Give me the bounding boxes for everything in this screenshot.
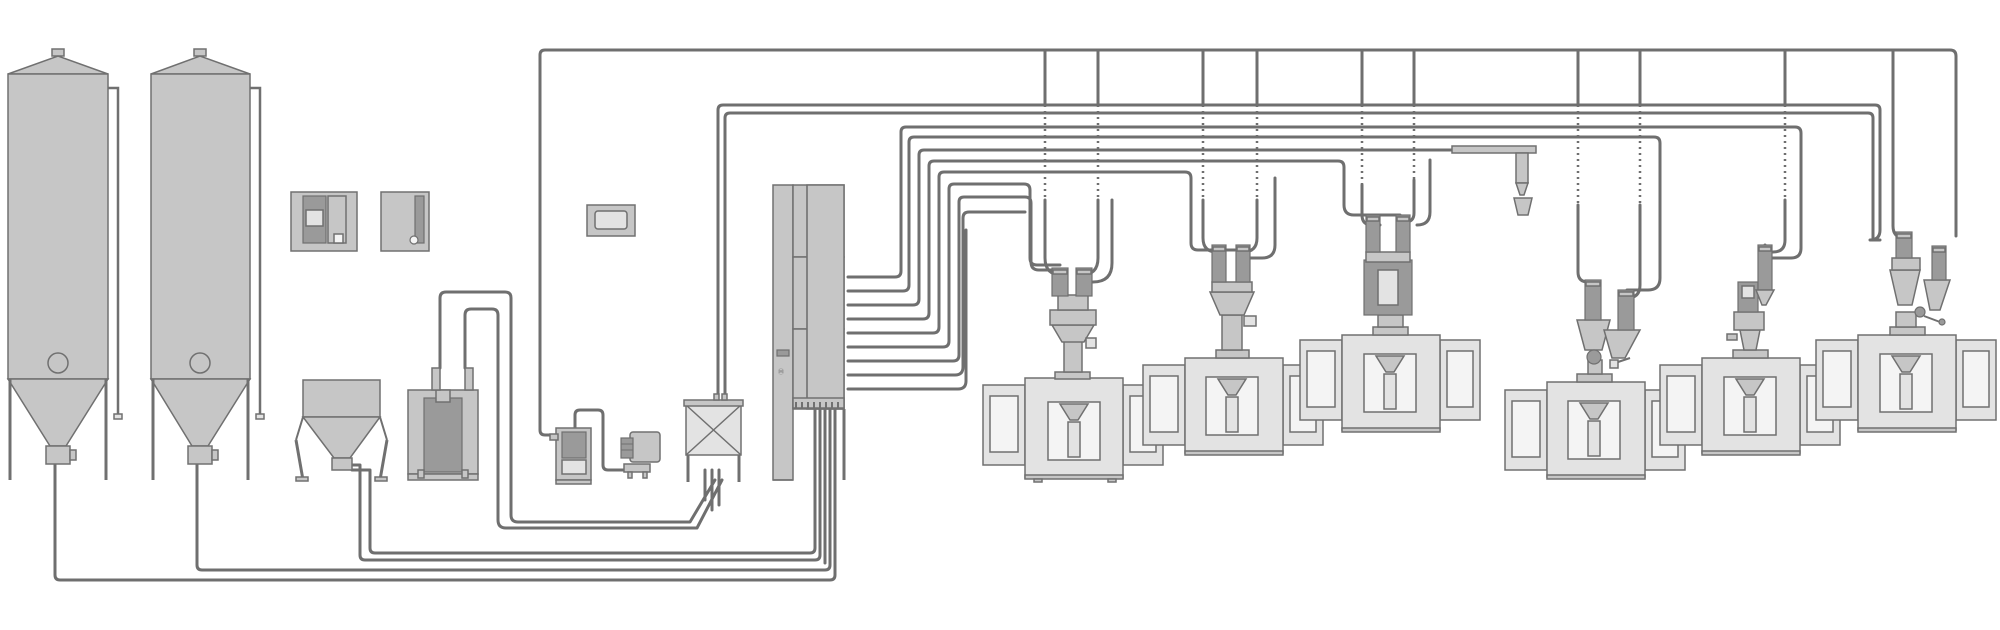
vacuum-pump [549, 427, 592, 485]
silo-2 [149, 48, 265, 480]
processing-machine-3 [1299, 214, 1481, 433]
silo-inspection-hatch-icon [189, 352, 211, 374]
pipe-manifold-3 [846, 148, 1442, 307]
dryer-unit [407, 367, 479, 481]
central-filter [683, 393, 744, 482]
pipe-hopper-line-1 [343, 408, 822, 562]
pipe-filter-down [703, 468, 721, 512]
pipe-manifold-4 [846, 159, 1402, 321]
silo-1 [6, 48, 123, 480]
processing-machine-4 [1504, 279, 1686, 480]
pipe-vacuum-main [538, 48, 1958, 437]
pipe-hopper-line-2 [350, 408, 817, 555]
blower [620, 431, 661, 479]
vacuum-drops [1043, 48, 1907, 300]
silo-inspection-hatch-icon [47, 352, 69, 374]
processing-machine-5 [1659, 244, 1841, 456]
pipe-dryer-2 [463, 307, 724, 530]
processing-machine-6 [1815, 231, 1997, 433]
pipe-silo2-line [195, 408, 832, 572]
pipe-pump-blower [573, 408, 632, 472]
distribution-manifold: Ⓜ [772, 184, 846, 481]
control-cabinet-1 [290, 191, 358, 252]
manifold-label: Ⓜ [778, 368, 784, 376]
bag-discharge-hopper [294, 379, 389, 482]
pipe-silo1-line [53, 408, 837, 582]
processing-machine-1 [982, 267, 1164, 483]
pipe-manifold-7 [846, 195, 1062, 377]
pipe-dryer-1 [438, 290, 717, 524]
wall-control-panel [586, 204, 636, 237]
separator-cyclone [1451, 145, 1537, 216]
pipe-network [53, 48, 1958, 582]
pipe-manifold-5 [846, 170, 1237, 335]
pipe-manifold-2 [846, 135, 1662, 293]
control-cabinet-2 [380, 191, 430, 252]
pipe-manifold-1 [846, 125, 1803, 279]
pipe-filter-up-1 [716, 103, 1882, 407]
processing-machine-2 [1142, 244, 1324, 456]
pipe-manifold-6 [846, 182, 1062, 349]
pipe-filter-up-2 [723, 111, 1875, 407]
pipe-manifold-8 [846, 228, 968, 391]
